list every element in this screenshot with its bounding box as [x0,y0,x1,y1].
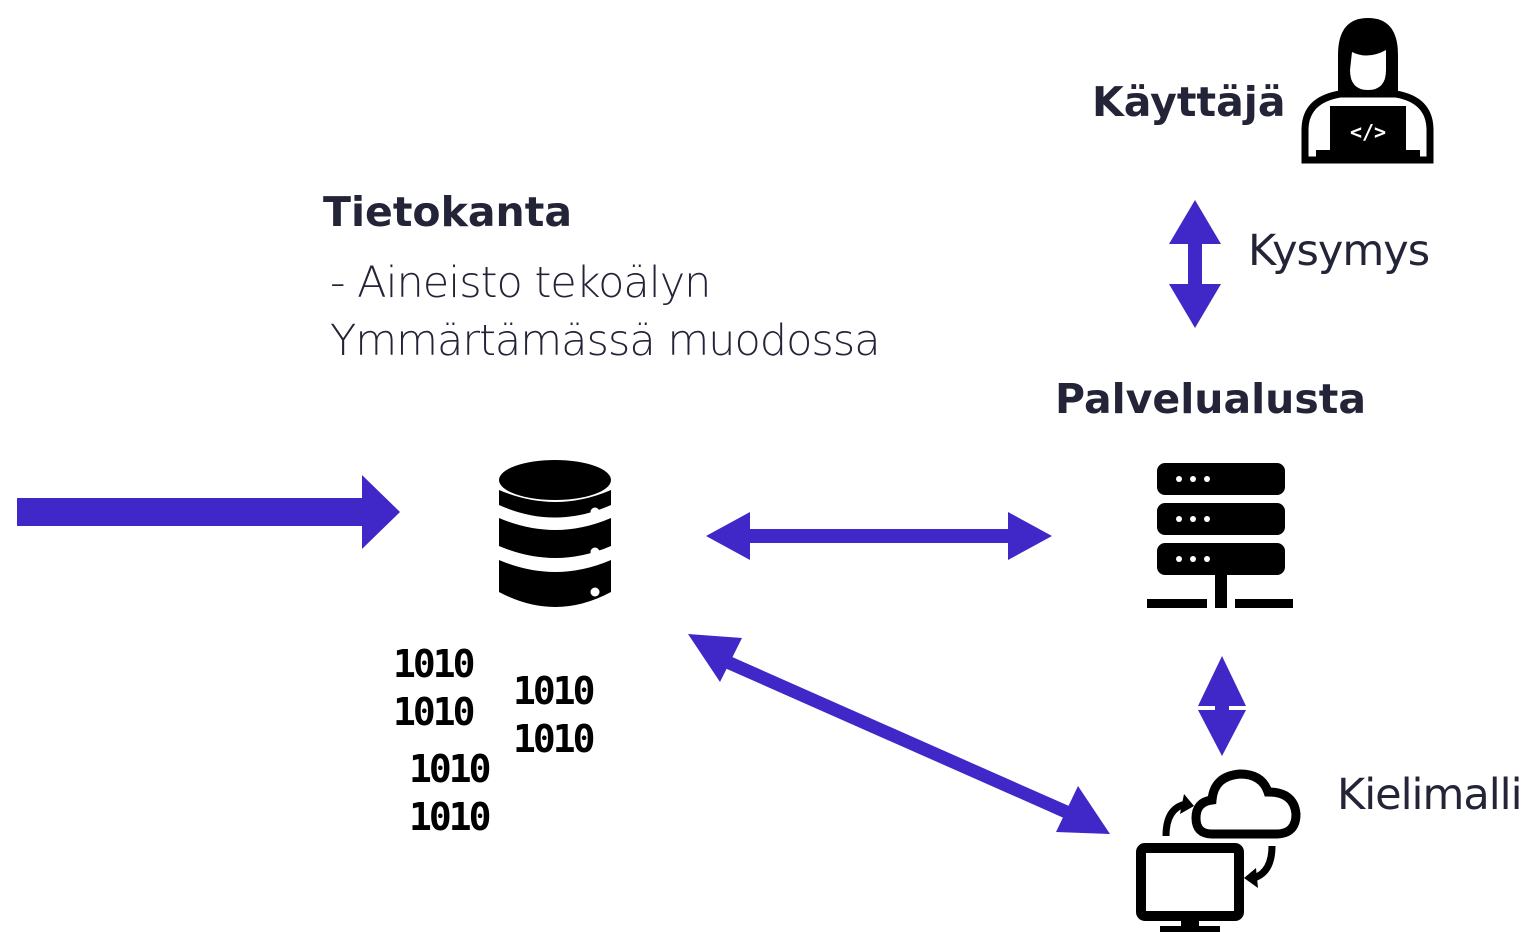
binary-text: 1010 [393,690,475,734]
user-title: Käyttäjä [1092,78,1286,126]
database-model-arrow [688,634,1110,834]
database-description-line1: - Aineisto tekoälyn [330,258,711,308]
platform-title: Palvelualusta [1055,375,1367,423]
question-edge-label: Kysymys [1248,226,1430,276]
svg-text:</>: </> [1350,120,1386,144]
database-description-line2: Ymmärtämässä muodossa [330,316,881,366]
database-icon [499,460,611,607]
binary-text: 1010 [409,747,491,791]
input-arrow [17,475,400,549]
binary-group-c: 1010 1010 [409,745,491,841]
database-title: Tietokanta [323,188,572,236]
binary-text: 1010 [393,642,475,686]
server-icon [1147,463,1293,608]
model-title: Kielimalli [1337,770,1523,820]
binary-text: 1010 [513,717,595,761]
platform-model-arrow [1198,656,1246,756]
database-platform-arrow [706,512,1052,560]
user-platform-arrow [1169,200,1221,328]
binary-text: 1010 [409,795,491,839]
binary-text: 1010 [513,669,595,713]
binary-group-a: 1010 1010 [393,640,475,736]
cloud-computing-icon [1136,769,1301,932]
developer-icon: </> [1301,18,1434,164]
binary-group-b: 1010 1010 [513,667,595,763]
